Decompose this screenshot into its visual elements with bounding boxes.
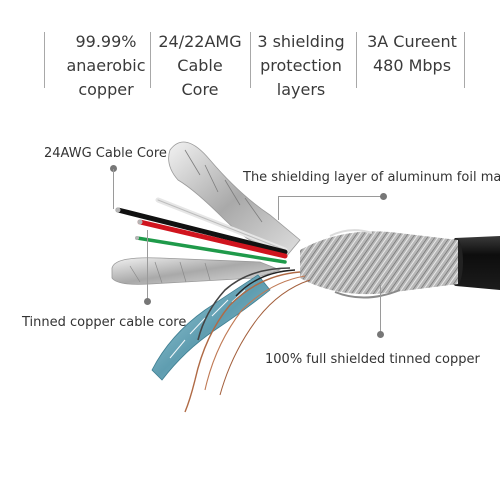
callout-leader [278,196,382,197]
spec-gauge: 24/22AMG Cable Core [154,30,246,102]
braided-shield [300,231,458,295]
callout-leader [113,169,114,209]
green-wire [135,236,287,264]
red-wire [137,219,288,259]
copper-drain-wire [184,271,301,413]
callout-tinned-shield: 100% full shielded tinned copper [265,352,480,367]
spec-divider [150,32,151,88]
spec-gauge-line-1: 24/22AMG [158,32,242,51]
callout-24awg-cable-core: 24AWG Cable Core [44,146,167,161]
callout-dot [144,298,151,305]
callout-dot [110,165,117,172]
callout-aluminum-foil: The shielding layer of aluminum foil ma [243,170,500,185]
callout-dot [377,331,384,338]
cable-jacket [449,236,500,290]
spec-divider [44,32,45,88]
black-wire [115,207,288,255]
spec-shielding: 3 shielding protection layers [254,30,348,102]
callout-leader [380,285,381,333]
spec-current: 3A Cureent 480 Mbps [360,30,464,78]
spec-gauge-line-3: Core [181,80,219,99]
spec-divider [356,32,357,88]
spec-copper-line-3: copper [78,80,134,99]
spec-shielding-line-2: protection [260,56,342,75]
callout-leader [278,196,279,220]
spec-gauge-line-2: Cable [177,56,223,75]
callout-tinned-copper-core: Tinned copper cable core [22,315,187,330]
spec-current-line-1: 3A Cureent [367,32,457,51]
spec-copper: 99.99% anaerobic copper [58,30,154,102]
spec-divider [250,32,251,88]
spec-copper-line-1: 99.99% [75,32,137,51]
lower-foil-wedge [111,257,282,285]
callout-leader [147,230,148,300]
spec-current-line-2: 480 Mbps [372,56,452,75]
callout-dot [380,193,387,200]
spec-shielding-line-1: 3 shielding [257,32,345,51]
spec-divider [464,32,465,88]
spec-copper-line-2: anaerobic [66,56,146,75]
spec-shielding-line-3: layers [276,80,326,99]
